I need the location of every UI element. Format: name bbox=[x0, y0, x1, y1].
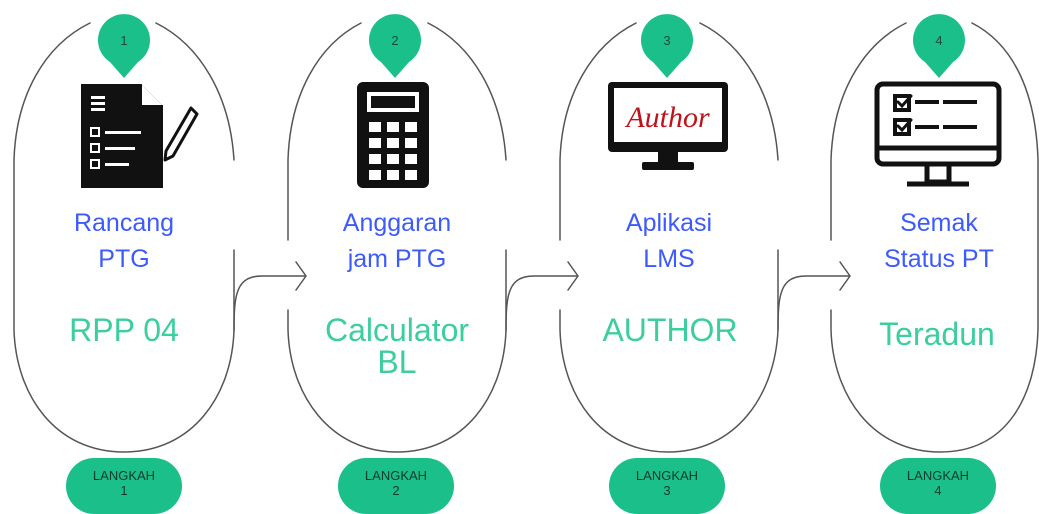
step-3-title-line1: Aplikasi bbox=[625, 209, 713, 237]
step-1-tool-line1: RPP 04 bbox=[69, 312, 179, 348]
step-4-pill-number: 4 bbox=[934, 483, 942, 498]
document-pen-icon bbox=[81, 84, 199, 188]
step-4-pill-label: LANGKAH bbox=[906, 468, 970, 483]
step-3-number: 3 bbox=[663, 33, 671, 48]
monitor-author-icon: Author bbox=[608, 82, 728, 170]
step-3-pill-label: LANGKAH bbox=[635, 468, 699, 483]
step-3-tool-line1: AUTHOR bbox=[602, 312, 738, 348]
step-2-capsule-outline bbox=[287, 22, 507, 453]
step-1-pill-label: LANGKAH bbox=[92, 468, 156, 483]
step-2-number: 2 bbox=[391, 33, 399, 48]
step-2-tool: Calculator BL bbox=[287, 314, 507, 378]
step-2-pill-number: 2 bbox=[392, 483, 400, 498]
step-1-tool: RPP 04 bbox=[14, 314, 234, 346]
step-1-number: 1 bbox=[120, 33, 128, 48]
connector-arrow-2-3 bbox=[505, 261, 579, 331]
step-4-pin bbox=[913, 14, 965, 79]
step-3-pill-number: 3 bbox=[663, 483, 671, 498]
monitor-checklist-icon bbox=[874, 81, 1002, 187]
step-3-pill: LANGKAH 3 bbox=[609, 458, 725, 514]
step-4-title-line2: Status PT bbox=[884, 245, 994, 273]
step-3-tool: AUTHOR bbox=[560, 314, 780, 346]
step-1-pill-number: 1 bbox=[120, 483, 128, 498]
step-2-tool-line2: BL bbox=[377, 344, 417, 380]
step-4-capsule-outline bbox=[830, 22, 1039, 453]
step-2-tool-line1: Calculator bbox=[324, 312, 470, 348]
step-1-title: Rancang PTG bbox=[24, 205, 224, 277]
step-4-title: Semak Status PT bbox=[839, 205, 1039, 277]
step-2-pill-label: LANGKAH bbox=[364, 468, 428, 483]
step-3-title-line2: LMS bbox=[643, 245, 695, 273]
step-2-pin bbox=[369, 14, 422, 79]
step-4-tool-line1: Teradun bbox=[879, 316, 995, 352]
step-1-pin bbox=[98, 14, 150, 79]
calculator-icon bbox=[357, 82, 429, 188]
step-1-pill: LANGKAH 1 bbox=[66, 458, 182, 514]
connector-arrow-1-2 bbox=[233, 261, 307, 331]
step-2-pill: LANGKAH 2 bbox=[338, 458, 454, 514]
monitor-screen-text: Author bbox=[624, 101, 710, 134]
step-3-pin bbox=[641, 14, 694, 79]
step-4-pill: LANGKAH 4 bbox=[880, 458, 996, 514]
connector-arrow-3-4 bbox=[777, 261, 851, 331]
step-4-number: 4 bbox=[935, 33, 943, 48]
step-2-title-line2: jam PTG bbox=[347, 245, 447, 273]
step-3-capsule-outline bbox=[559, 22, 779, 453]
step-4-title-line1: Semak bbox=[900, 209, 978, 237]
step-1-capsule-outline bbox=[13, 22, 235, 453]
step-1-title-line1: Rancang bbox=[73, 209, 175, 237]
step-2-title: Anggaran jam PTG bbox=[297, 205, 497, 277]
step-4-tool: Teradun bbox=[827, 318, 1039, 350]
step-1-title-line2: PTG bbox=[98, 245, 150, 273]
step-2-title-line1: Anggaran bbox=[342, 209, 452, 237]
step-3-title: Aplikasi LMS bbox=[569, 205, 769, 277]
